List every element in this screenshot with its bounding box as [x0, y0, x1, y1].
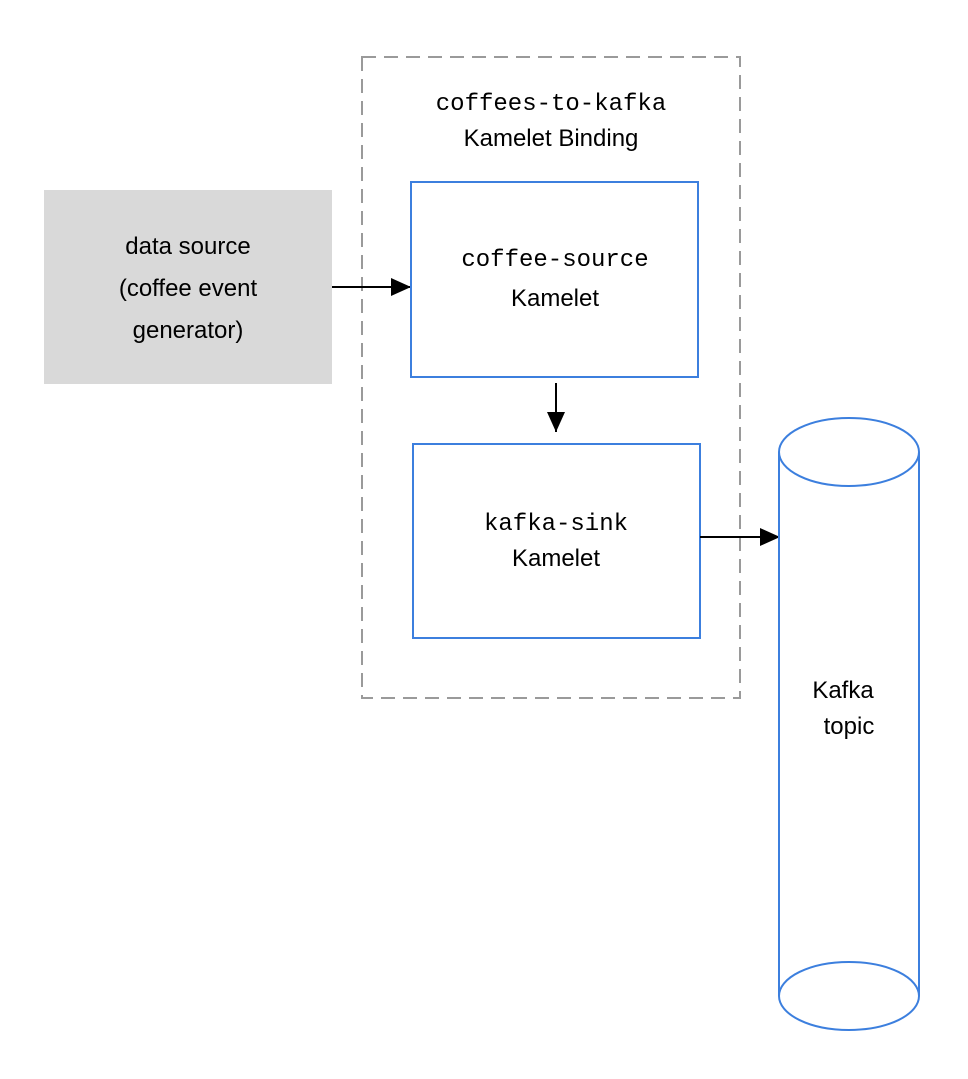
kafka-topic-body: [778, 452, 920, 1031]
kafka-topic-cylinder: [778, 417, 920, 1031]
data-source-line3: generator): [133, 317, 244, 344]
coffee-source-kind: Kamelet: [511, 285, 599, 312]
kafka-sink-kind: Kamelet: [512, 545, 600, 572]
binding-kind: Kamelet Binding: [464, 125, 639, 152]
kafka-topic-line2: topic: [824, 713, 875, 740]
kafka-topic-bottom-rim: [778, 961, 920, 997]
kafka-sink-kamelet-box: [412, 443, 701, 639]
data-source-line1: data source: [125, 233, 250, 260]
kamelet-binding-container: [361, 56, 741, 699]
binding-name: coffees-to-kafka: [436, 91, 666, 118]
kafka-sink-name: kafka-sink: [484, 511, 628, 538]
data-source-line2: (coffee event: [119, 275, 258, 302]
kafka-topic-line1: Kafka: [812, 677, 874, 704]
coffee-source-kamelet-box: [410, 181, 699, 378]
kafka-topic-top: [778, 417, 920, 487]
data-source-box: [44, 190, 332, 384]
coffee-source-name: coffee-source: [461, 247, 648, 274]
